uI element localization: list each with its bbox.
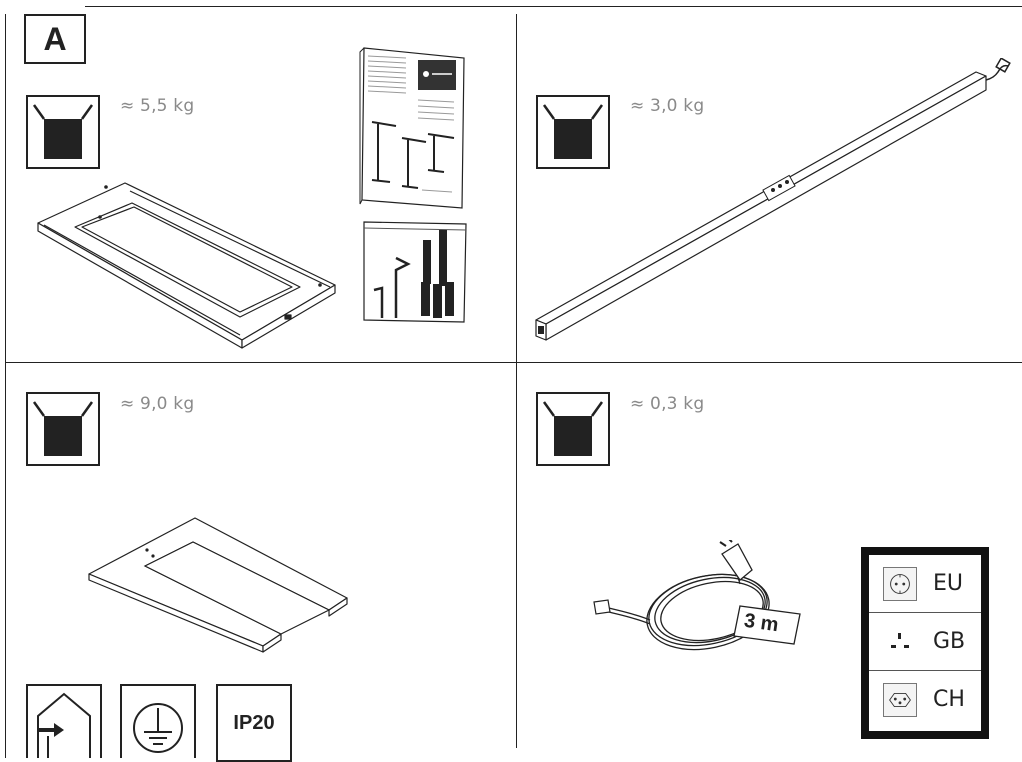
protective-earth-icon (120, 684, 196, 758)
plug-label: CH (933, 687, 965, 712)
frame-top-line (85, 6, 1022, 7)
power-cable-illustration (593, 540, 801, 651)
package-icon (536, 95, 610, 169)
tabletop-panel-illustration (37, 182, 336, 349)
package-icon (26, 392, 100, 466)
ip-rating-badge: IP20 (216, 684, 292, 762)
ch-socket-icon (883, 683, 917, 717)
plug-row-ch: CH (869, 671, 981, 729)
plug-row-gb: GB (869, 613, 981, 671)
frame-left-line (5, 14, 6, 758)
instruction-manual-illustration (359, 47, 465, 209)
plug-type-table: EU GB CH (861, 547, 989, 739)
middle-divider-horizontal (5, 362, 1022, 363)
package-weight: ≈ 0,3 kg (630, 394, 705, 414)
eu-socket-icon (883, 567, 917, 601)
indoor-use-icon (26, 684, 102, 758)
package-icon (26, 95, 100, 169)
gb-socket-icon (883, 625, 917, 659)
package-icon (536, 392, 610, 466)
center-divider-vertical (516, 14, 517, 748)
package-weight: ≈ 5,5 kg (120, 96, 195, 116)
mounting-plate-illustration (88, 517, 348, 653)
cable-length-label: 3 m (742, 609, 780, 637)
package-weight: ≈ 3,0 kg (630, 96, 705, 116)
package-weight: ≈ 9,0 kg (120, 394, 195, 414)
section-letter: A (24, 14, 86, 64)
plug-label: EU (933, 571, 964, 596)
hardware-bag-illustration (363, 221, 467, 323)
plug-row-eu: EU (869, 555, 981, 613)
plug-label: GB (933, 629, 966, 654)
control-box-rail-illustration (535, 58, 1011, 341)
